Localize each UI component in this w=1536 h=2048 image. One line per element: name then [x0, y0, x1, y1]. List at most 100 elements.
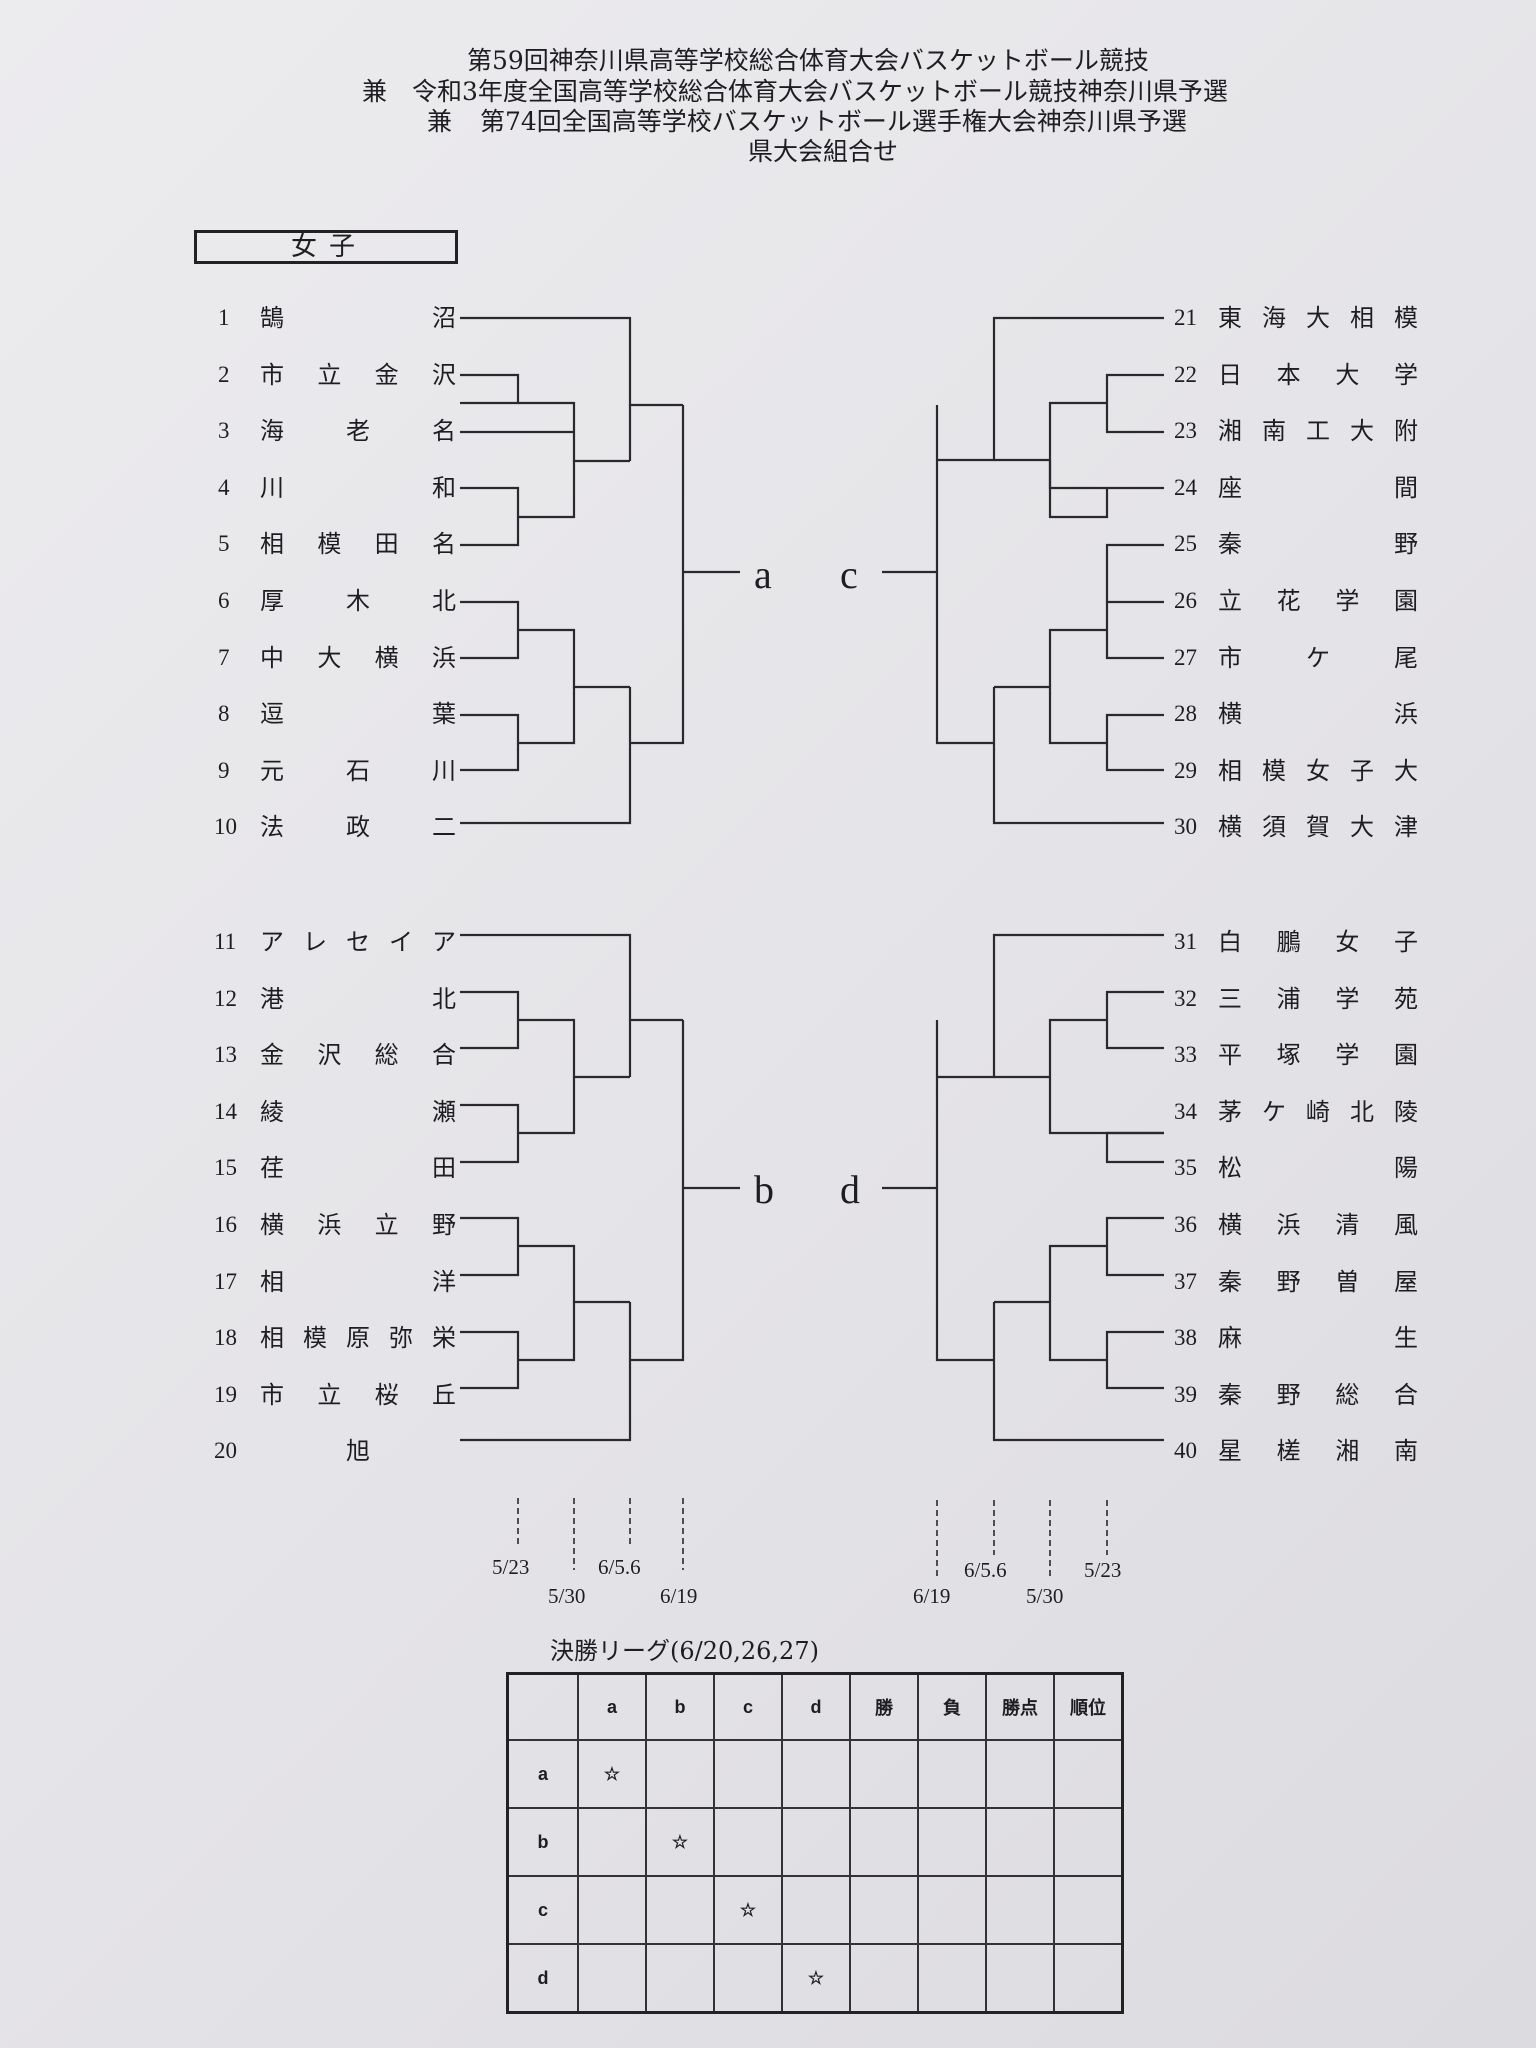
league-cell: [713, 1739, 783, 1809]
title-line-2: 令和3年度全国高等学校総合体育大会バスケットボール競技神奈川県予選: [412, 77, 1228, 106]
team-number: 8: [218, 701, 230, 727]
team-name: 松陽: [1218, 1154, 1418, 1183]
team-name: 市立桜丘: [260, 1380, 456, 1409]
league-table: a b c d 勝 負 勝点 順位 a ☆ b ☆ c ☆ d ☆: [506, 1672, 1124, 2014]
team-name: 横須賀大津: [1218, 813, 1418, 842]
league-cell: [781, 1875, 851, 1945]
title-line-3: 第74回全国高等学校バスケットボール選手権大会神奈川県予選: [480, 107, 1187, 136]
team-number: 35: [1174, 1155, 1197, 1181]
group-label-b: b: [754, 1167, 774, 1212]
team-number: 32: [1174, 985, 1197, 1011]
team-name: 麻生: [1218, 1324, 1418, 1353]
league-cell: [781, 1739, 851, 1809]
league-cell: [917, 1807, 987, 1877]
team-number: 33: [1174, 1042, 1197, 1068]
title-line-4: 県大会組合せ: [748, 137, 899, 166]
team-name: 星槎湘南: [1218, 1437, 1418, 1466]
league-row-header: a: [506, 1739, 579, 1809]
league-col-header: c: [713, 1672, 783, 1741]
league-header-row: a b c d 勝 負 勝点 順位: [506, 1672, 1124, 1741]
team-name: 港北: [260, 984, 456, 1013]
team-name: 三浦学苑: [1218, 984, 1418, 1013]
team-name: 旭: [346, 1437, 370, 1466]
date-right-round2: 5/30: [1026, 1584, 1064, 1608]
team-name: 相洋: [260, 1267, 456, 1296]
team-name: 川和: [260, 473, 456, 502]
team-name: 綾瀬: [260, 1097, 456, 1126]
team-name: 金沢総合: [260, 1041, 456, 1070]
team-name: 東海大相模: [1218, 304, 1418, 332]
team-number: 25: [1174, 531, 1197, 557]
team-number: 15: [214, 1155, 237, 1181]
team-number: 1: [218, 305, 230, 330]
team-name: 秦野総合: [1218, 1380, 1418, 1409]
league-col-header: 勝: [849, 1672, 919, 1741]
league-col-header: 勝点: [985, 1672, 1055, 1741]
team-number: 18: [214, 1325, 237, 1351]
team-number: 11: [214, 929, 237, 954]
team-name: アレセイア: [260, 928, 456, 956]
team-number: 12: [214, 985, 237, 1011]
league-self-cell: ☆: [781, 1943, 851, 2014]
group-label-c: c: [840, 552, 858, 597]
date-left-semifinal: 6/19: [660, 1584, 698, 1608]
league-row-header: d: [506, 1943, 579, 2014]
title-line-1: 第59回神奈川県高等学校総合体育大会バスケットボール競技: [467, 46, 1149, 75]
date-right-round3: 6/5.6: [964, 1558, 1007, 1582]
league-cell: [781, 1807, 851, 1877]
team-number: 24: [1174, 474, 1197, 500]
team-name: 荏田: [260, 1154, 456, 1183]
team-number: 40: [1174, 1438, 1197, 1464]
team-number: 28: [1174, 701, 1197, 727]
league-cell: [985, 1943, 1055, 2014]
league-cell: [1053, 1807, 1124, 1877]
league-cell: [917, 1875, 987, 1945]
team-number: 3: [218, 418, 230, 444]
team-number: 26: [1174, 588, 1197, 613]
league-self-cell: ☆: [645, 1807, 715, 1877]
team-name: 日本大学: [1218, 360, 1418, 389]
team-number: 9: [218, 757, 230, 783]
team-number: 2: [218, 361, 230, 387]
team-number: 4: [218, 474, 230, 500]
league-row: d ☆: [506, 1943, 1124, 2014]
league-col-header: 負: [917, 1672, 987, 1741]
date-left-round2: 5/30: [548, 1584, 586, 1608]
team-number: 16: [214, 1212, 237, 1237]
league-row-header: b: [506, 1807, 579, 1877]
team-number: 37: [1174, 1268, 1197, 1294]
league-cell: [577, 1943, 647, 2014]
league-cell: [713, 1807, 783, 1877]
league-col-header: 順位: [1053, 1672, 1124, 1741]
team-name: 白鵬女子: [1218, 928, 1418, 956]
team-name: 横浜: [1218, 700, 1418, 729]
team-name: 横浜立野: [260, 1211, 456, 1239]
league-cell: [917, 1739, 987, 1809]
team-number: 14: [214, 1098, 237, 1124]
team-name: 厚木北: [260, 587, 456, 615]
team-number: 20: [214, 1438, 237, 1464]
team-number: 6: [218, 588, 230, 613]
team-number: 5: [218, 531, 230, 557]
league-col-header: d: [781, 1672, 851, 1741]
team-number: 30: [1174, 814, 1197, 840]
league-cell: [1053, 1739, 1124, 1809]
team-number: 31: [1174, 929, 1197, 954]
league-cell: [985, 1875, 1055, 1945]
league-row: a ☆: [506, 1739, 1124, 1809]
league-cell: [849, 1807, 919, 1877]
league-cell: [849, 1943, 919, 2014]
team-name: 平塚学園: [1218, 1041, 1418, 1070]
league-title: 決勝リーグ(6/20,26,27): [550, 1637, 819, 1665]
title-line-3-prefix: 兼: [427, 107, 453, 136]
team-name: 茅ケ崎北陵: [1218, 1097, 1418, 1126]
team-number: 17: [214, 1268, 237, 1294]
league-cell: [645, 1739, 715, 1809]
team-name: 市ケ尾: [1218, 643, 1418, 672]
category-label: 女子: [291, 232, 368, 262]
team-name: 立花学園: [1218, 587, 1418, 615]
team-number: 38: [1174, 1325, 1197, 1351]
league-cell: [985, 1807, 1055, 1877]
team-number: 34: [1174, 1098, 1197, 1124]
league-row: c ☆: [506, 1875, 1124, 1945]
